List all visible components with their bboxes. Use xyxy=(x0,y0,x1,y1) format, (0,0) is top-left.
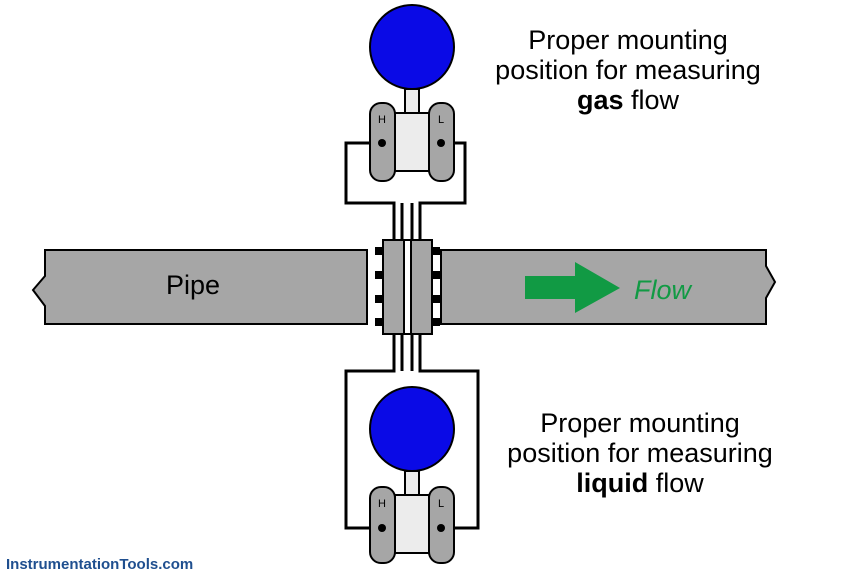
pipe-label: Pipe xyxy=(166,270,220,300)
gas-caption-suffix: flow xyxy=(623,85,680,115)
gas-low-tap xyxy=(437,139,445,147)
orifice-plate xyxy=(403,239,412,335)
orifice-flange xyxy=(375,239,440,335)
downstream-flange xyxy=(410,239,433,335)
gas-impulse-lines xyxy=(344,141,467,240)
liquid-impulse-lines xyxy=(344,334,480,530)
liquid-low-tap xyxy=(437,524,445,532)
gas-caption: Proper mounting position for measuring g… xyxy=(478,25,778,115)
liquid-transmitter-head xyxy=(369,386,455,472)
liquid-high-tap xyxy=(378,524,386,532)
gas-port-l-label: L xyxy=(438,114,444,126)
gas-caption-line-1: Proper mounting xyxy=(528,25,728,55)
liquid-port-h-label: H xyxy=(378,498,386,510)
gas-port-h-label: H xyxy=(378,114,386,126)
liquid-caption: Proper mounting position for measuring l… xyxy=(490,408,790,498)
liquid-caption-line-2: position for measuring xyxy=(507,438,773,468)
gas-caption-line-2: position for measuring xyxy=(495,55,761,85)
gas-transmitter-body xyxy=(394,112,430,172)
liquid-caption-line-1: Proper mounting xyxy=(540,408,740,438)
gas-caption-line-3: gas flow xyxy=(478,85,778,115)
liquid-port-l-label: L xyxy=(438,498,444,510)
gas-caption-keyword: gas xyxy=(576,85,624,115)
liquid-transmitter-body xyxy=(394,494,430,554)
liquid-transmitter: H L xyxy=(369,386,455,564)
pipe: Pipe xyxy=(31,249,777,325)
flow-arrow-icon xyxy=(525,262,620,313)
liquid-caption-keyword: liquid xyxy=(576,468,649,498)
watermark: InstrumentationTools.com xyxy=(6,556,194,573)
gas-transmitter: H L xyxy=(369,4,455,182)
flow-label: Flow xyxy=(634,275,693,305)
gas-transmitter-head xyxy=(369,4,455,90)
liquid-transmitter-neck xyxy=(404,470,420,496)
flange-bolts xyxy=(375,247,440,326)
upstream-flange xyxy=(382,239,405,335)
liquid-caption-line-3: liquid flow xyxy=(490,468,790,498)
gas-high-tap xyxy=(378,139,386,147)
liquid-caption-suffix: flow xyxy=(648,468,704,498)
flow-indicator: Flow xyxy=(525,262,693,313)
gas-transmitter-neck xyxy=(404,88,420,114)
